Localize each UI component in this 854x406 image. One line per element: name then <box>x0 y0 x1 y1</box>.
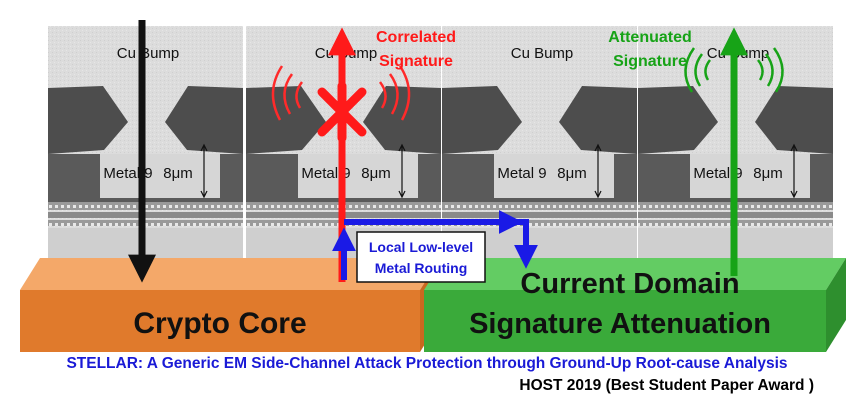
routing-label-line2: Metal Routing <box>375 260 468 276</box>
blocked-x-icon <box>317 81 367 143</box>
routing-label-box: Local Low-level Metal Routing <box>356 231 486 283</box>
red-emission-waves-icon <box>271 65 411 121</box>
correlated-label-line2: Signature <box>379 53 453 70</box>
cu-bump-label: Cu Bump <box>511 45 574 62</box>
attenuation-label-line2: Signature Attenuation <box>469 308 771 340</box>
green-emission-waves-icon <box>684 47 784 93</box>
dimension-label: 8μm <box>557 165 586 182</box>
dimension-label: 8μm <box>753 165 782 182</box>
attenuated-label-line2: Signature <box>613 53 687 70</box>
routing-label-line1: Local Low-level <box>369 239 473 255</box>
metal-9-label: Metal 9 <box>693 165 742 182</box>
cu-bump-label: Cu Bump <box>315 45 378 62</box>
crypto-core-label: Crypto Core <box>133 307 306 340</box>
dimension-label: 8μm <box>361 165 390 182</box>
routing-arrows <box>332 210 538 280</box>
cu-bump-label: Cu Bump <box>707 45 770 62</box>
dimension-label: 8μm <box>163 165 192 182</box>
metal-9-label: Metal 9 <box>497 165 546 182</box>
crypto-core-block <box>20 258 440 352</box>
cu-bump-label: Cu Bump <box>117 45 180 62</box>
attenuated-label-line1: Attenuated <box>608 29 692 46</box>
figure-caption-title: STELLAR: A Generic EM Side-Channel Attac… <box>66 355 788 372</box>
correlated-label-line1: Correlated <box>376 29 456 46</box>
attenuation-label-line1: Current Domain <box>520 268 739 300</box>
metal-9-label: Metal 9 <box>301 165 350 182</box>
figure-caption-venue: HOST 2019 (Best Student Paper Award ) <box>519 377 814 394</box>
